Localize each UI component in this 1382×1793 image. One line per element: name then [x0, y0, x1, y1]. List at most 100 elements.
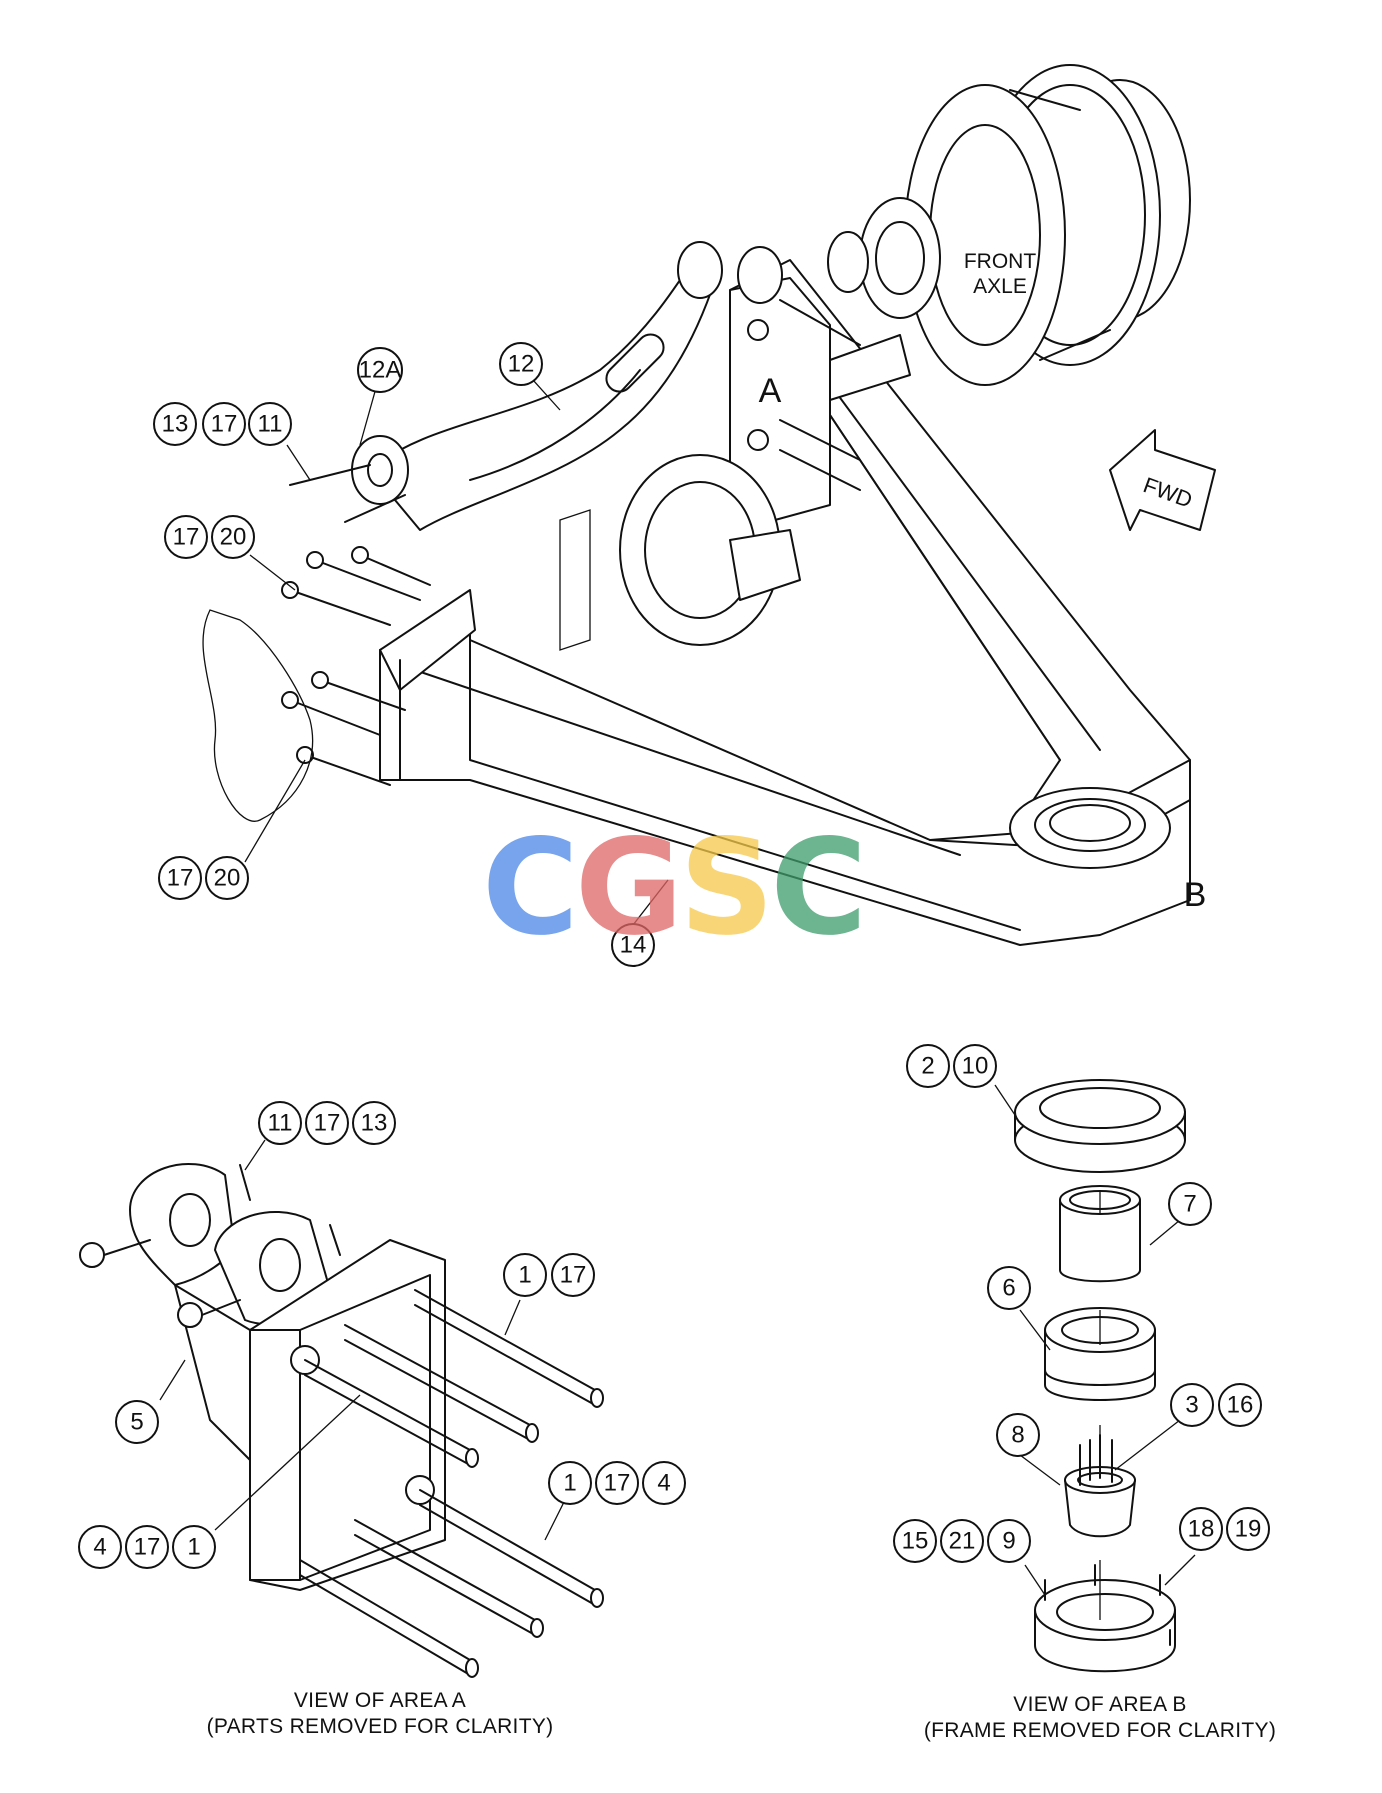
- callout-15: 15: [893, 1519, 937, 1563]
- callout-17: 17: [551, 1253, 595, 1297]
- callout-3: 3: [1170, 1383, 1214, 1427]
- view-b-caption: VIEW OF AREA B (FRAME REMOVED FOR CLARIT…: [880, 1692, 1320, 1744]
- svg-text:4: 4: [657, 1470, 670, 1497]
- callout-1: 1: [503, 1253, 547, 1297]
- callout-11: 11: [248, 402, 292, 446]
- a-frame-arm: [379, 259, 1191, 946]
- front-axle-label-line1: FRONT: [964, 250, 1036, 273]
- callout-2: 2: [906, 1044, 950, 1088]
- view-a-bolts: [299, 1289, 604, 1678]
- svg-text:17: 17: [211, 411, 238, 438]
- watermark-logo: CGSC: [482, 811, 867, 965]
- callout-11: 11: [258, 1101, 302, 1145]
- svg-text:17: 17: [314, 1110, 341, 1137]
- callout-12a: 12A: [357, 347, 403, 393]
- frame-mount-plate: [379, 454, 801, 781]
- view-a-mount-plate: [249, 1239, 446, 1591]
- svg-text:12A: 12A: [359, 357, 402, 384]
- callout-10: 10: [953, 1044, 997, 1088]
- callout-5: 5: [115, 1400, 159, 1444]
- svg-text:20: 20: [220, 524, 247, 551]
- svg-text:7: 7: [1183, 1191, 1196, 1218]
- callout-13: 13: [153, 402, 197, 446]
- svg-text:19: 19: [1235, 1516, 1262, 1543]
- callout-19: 19: [1226, 1507, 1270, 1551]
- svg-text:6: 6: [1002, 1275, 1015, 1302]
- view-b-caption-line1: VIEW OF AREA B: [1013, 1693, 1187, 1716]
- svg-text:10: 10: [962, 1053, 989, 1080]
- callout-1: 1: [172, 1525, 216, 1569]
- svg-text:1: 1: [563, 1470, 576, 1497]
- callout-4: 4: [78, 1525, 122, 1569]
- front-axle-label-line2: AXLE: [973, 275, 1027, 298]
- svg-text:17: 17: [134, 1534, 161, 1561]
- callout-17: 17: [305, 1101, 349, 1145]
- svg-text:18: 18: [1188, 1516, 1215, 1543]
- svg-text:17: 17: [173, 524, 200, 551]
- view-a-leader-lines: [159, 1139, 566, 1541]
- watermark-letter: C: [482, 811, 579, 965]
- callout-16: 16: [1218, 1383, 1262, 1427]
- view-b-top-seal: [1014, 1079, 1186, 1173]
- svg-text:8: 8: [1011, 1422, 1024, 1449]
- area-b-label: B: [1184, 876, 1207, 914]
- watermark-letter: G: [574, 811, 683, 965]
- callout-17: 17: [164, 515, 208, 559]
- svg-text:9: 9: [1002, 1528, 1015, 1555]
- frame-bolts: [281, 546, 431, 786]
- area-a-mount-plate: [729, 277, 911, 521]
- svg-text:5: 5: [130, 1409, 143, 1436]
- svg-text:14: 14: [620, 932, 647, 959]
- view-b-leader-lines: [994, 1084, 1196, 1596]
- front-axle-wheel-hub: [827, 64, 1191, 386]
- frame-outline: [202, 609, 314, 822]
- callout-18: 18: [1179, 1507, 1223, 1551]
- svg-text:20: 20: [214, 865, 241, 892]
- area-a-label: A: [759, 372, 782, 410]
- callout-17: 17: [158, 856, 202, 900]
- view-a-caption-line2: (PARTS REMOVED FOR CLARITY): [206, 1715, 554, 1738]
- svg-text:1: 1: [518, 1262, 531, 1289]
- svg-text:3: 3: [1185, 1392, 1198, 1419]
- fwd-arrow: FWD: [1109, 429, 1216, 531]
- svg-text:11: 11: [258, 411, 283, 438]
- svg-text:1: 1: [187, 1534, 200, 1561]
- view-b-caption-line2: (FRAME REMOVED FOR CLARITY): [923, 1719, 1277, 1742]
- svg-text:15: 15: [902, 1528, 929, 1555]
- view-b-cone: [1064, 1434, 1136, 1538]
- callout-17: 17: [125, 1525, 169, 1569]
- watermark-letter: C: [770, 811, 867, 965]
- svg-text:2: 2: [921, 1053, 934, 1080]
- svg-text:17: 17: [604, 1470, 631, 1497]
- callout-21: 21: [940, 1519, 984, 1563]
- callout-12: 12: [499, 342, 543, 386]
- svg-text:13: 13: [162, 411, 189, 438]
- watermark-letter: S: [679, 811, 774, 965]
- main-leader-lines: [244, 379, 669, 926]
- svg-text:4: 4: [93, 1534, 106, 1561]
- callout-9: 9: [987, 1519, 1031, 1563]
- callout-6: 6: [987, 1266, 1031, 1310]
- callout-8: 8: [996, 1413, 1040, 1457]
- view-b-base-ring: [1034, 1564, 1176, 1673]
- callout-17: 17: [202, 402, 246, 446]
- callout-14: 14: [611, 923, 655, 967]
- svg-text:17: 17: [167, 865, 194, 892]
- view-a-caption: VIEW OF AREA A (PARTS REMOVED FOR CLARIT…: [160, 1688, 600, 1740]
- callout-17: 17: [595, 1461, 639, 1505]
- svg-text:16: 16: [1227, 1392, 1254, 1419]
- callout-13: 13: [352, 1101, 396, 1145]
- svg-text:11: 11: [268, 1110, 293, 1137]
- upper-link-arm: [289, 241, 783, 531]
- svg-text:13: 13: [361, 1110, 388, 1137]
- callout-4: 4: [642, 1461, 686, 1505]
- svg-text:21: 21: [949, 1528, 976, 1555]
- callout-20: 20: [211, 515, 255, 559]
- svg-text:12: 12: [508, 351, 535, 378]
- svg-text:17: 17: [560, 1262, 587, 1289]
- callout-20: 20: [205, 856, 249, 900]
- view-a-caption-line1: VIEW OF AREA A: [293, 1689, 467, 1712]
- callout-1: 1: [548, 1461, 592, 1505]
- callout-7: 7: [1168, 1182, 1212, 1226]
